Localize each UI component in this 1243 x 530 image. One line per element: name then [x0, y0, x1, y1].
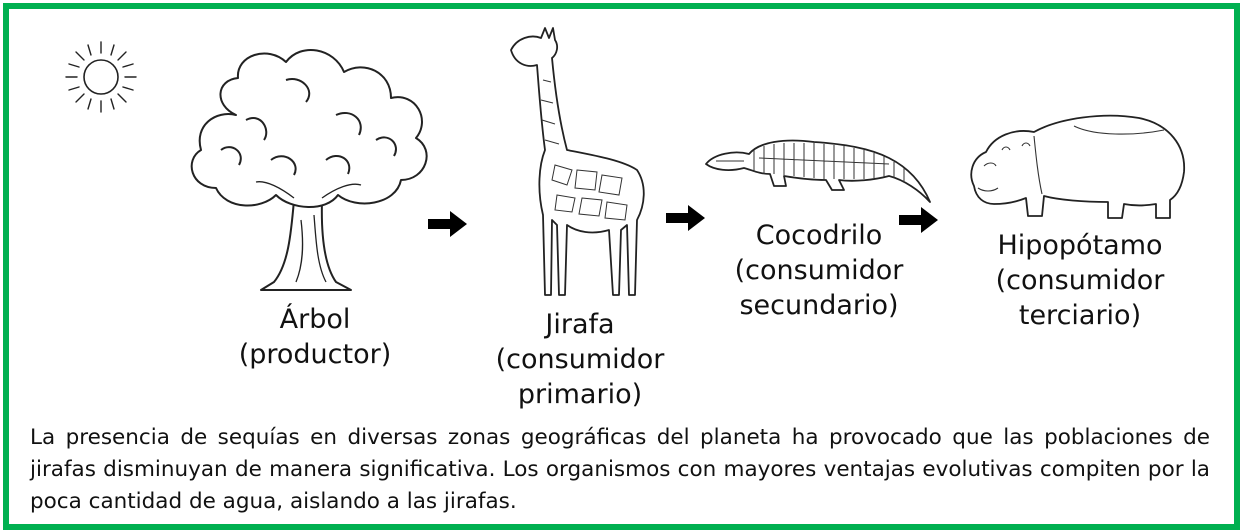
secondary-consumer-role-line2: secundario)	[739, 290, 899, 321]
secondary-consumer-name: Cocodrilo	[755, 220, 883, 251]
tertiary-consumer-role-line2: terciario)	[1018, 300, 1142, 331]
giraffe-icon	[510, 27, 645, 296]
arrow-right-icon	[666, 205, 705, 231]
secondary-consumer-role-line1: (consumidor	[734, 255, 904, 286]
primary-consumer-role-line2: primario)	[517, 379, 643, 410]
diagram-frame	[3, 3, 1240, 530]
arrow-right-icon	[899, 207, 938, 233]
secondary-consumer-label: Cocodrilo (consumidor secundario)	[704, 218, 934, 323]
tree-icon	[190, 48, 428, 291]
tertiary-consumer-name: Hipopótamo	[997, 230, 1163, 261]
hippo-icon	[970, 114, 1185, 219]
primary-consumer-role-line1: (consumidor	[495, 344, 665, 375]
producer-name: Árbol	[279, 304, 351, 335]
tertiary-consumer-role-line1: (consumidor	[995, 265, 1165, 296]
primary-consumer-name: Jirafa	[545, 309, 615, 340]
producer-role: (productor)	[238, 339, 392, 370]
tertiary-consumer-label: Hipopótamo (consumidor terciario)	[965, 228, 1195, 333]
sun-icon	[65, 41, 137, 113]
arrow-right-icon	[428, 211, 467, 237]
caption-text: La presencia de sequías en diversas zona…	[30, 425, 1210, 514]
producer-label: Árbol (productor)	[210, 302, 420, 372]
crocodile-icon	[705, 139, 931, 203]
primary-consumer-label: Jirafa (consumidor primario)	[460, 307, 700, 412]
